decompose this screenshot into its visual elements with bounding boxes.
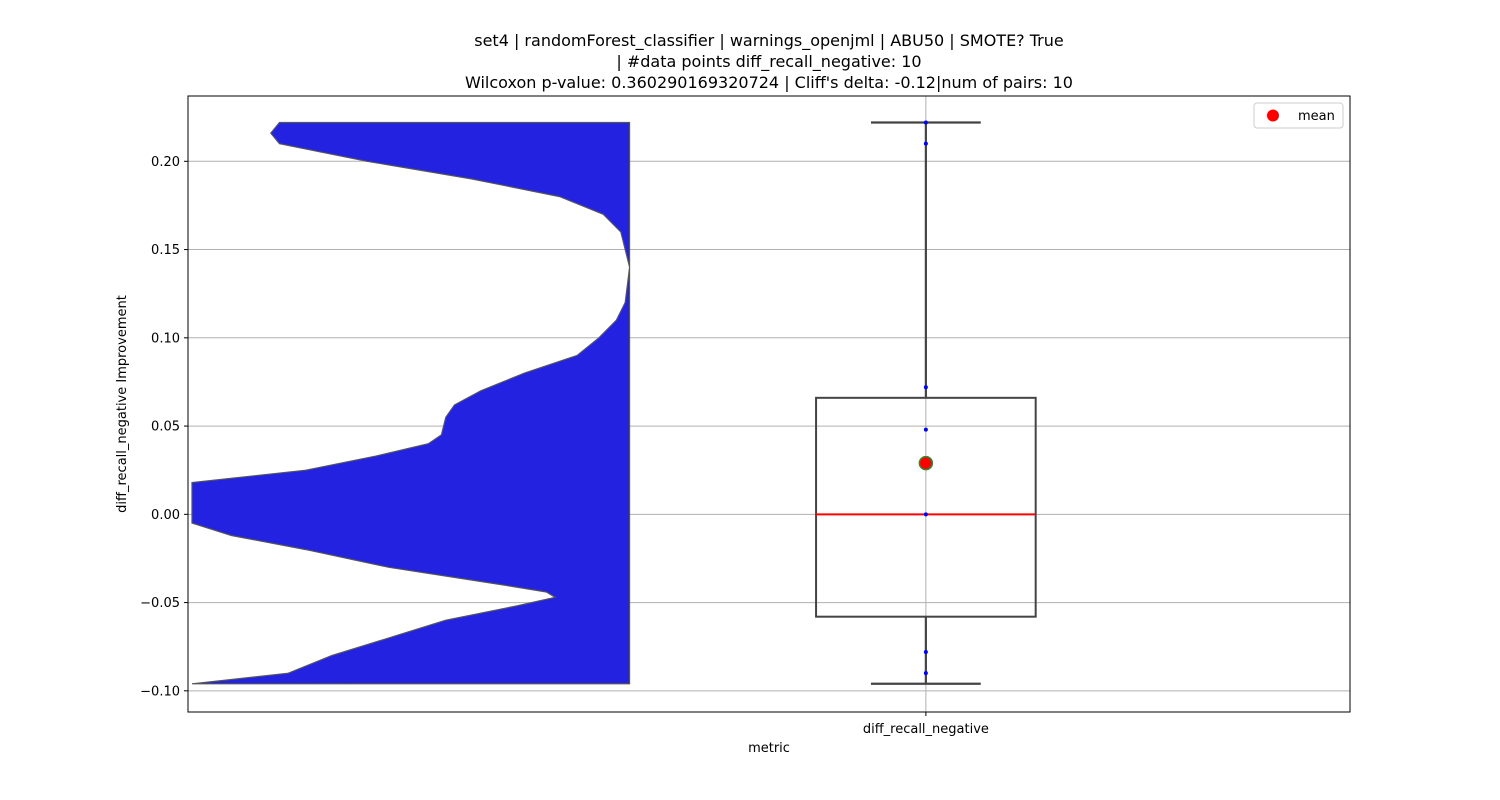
- mean-marker: [918, 455, 934, 471]
- plot-frame: [187, 95, 1351, 713]
- legend-mean-marker: [1267, 109, 1279, 122]
- y-axis: −0.10 −0.05 0.00 0.05 0.10 0.15 0.20: [140, 155, 188, 699]
- data-point-3: [923, 427, 928, 432]
- data-point-0: [923, 671, 928, 676]
- legend: mean: [1253, 102, 1344, 129]
- grid-lines: [188, 96, 1350, 712]
- chart-title-line-2: | #data points diff_recall_negative: 10: [616, 52, 921, 72]
- legend-box: [1253, 102, 1344, 129]
- x-axis: diff_recall_negative: [863, 712, 989, 737]
- data-points: [923, 120, 928, 676]
- y-tick-label-3: 0.05: [151, 420, 180, 435]
- box-iqr: [815, 396, 1037, 618]
- data-point-2: [923, 512, 928, 517]
- y-axis-label: diff_recall_negative Improvement: [115, 295, 130, 513]
- mean-marker-group: [918, 455, 934, 471]
- violin-body: [191, 121, 631, 685]
- data-point-6: [923, 120, 928, 125]
- y-tick-label-5: 0.15: [151, 243, 180, 258]
- chart-title-line-3: Wilcoxon p-value: 0.360290169320724 | Cl…: [465, 73, 1073, 92]
- legend-mean-label: mean: [1298, 109, 1335, 124]
- chart-title: set4 | randomForest_classifier | warning…: [465, 31, 1073, 92]
- y-tick-label-6: 0.20: [151, 155, 180, 170]
- chart-title-line-1: set4 | randomForest_classifier | warning…: [474, 31, 1064, 51]
- x-tick-label-0: diff_recall_negative: [863, 722, 989, 737]
- data-point-4: [923, 385, 928, 390]
- y-tick-label-4: 0.10: [151, 331, 180, 346]
- data-point-5: [923, 141, 928, 146]
- y-tick-label-2: 0.00: [151, 508, 180, 523]
- x-axis-label: metric: [748, 741, 790, 756]
- violin-plot: [191, 121, 631, 685]
- y-tick-label-1: −0.05: [140, 596, 180, 611]
- data-point-1: [923, 649, 928, 654]
- y-tick-label-0: −0.10: [140, 684, 180, 699]
